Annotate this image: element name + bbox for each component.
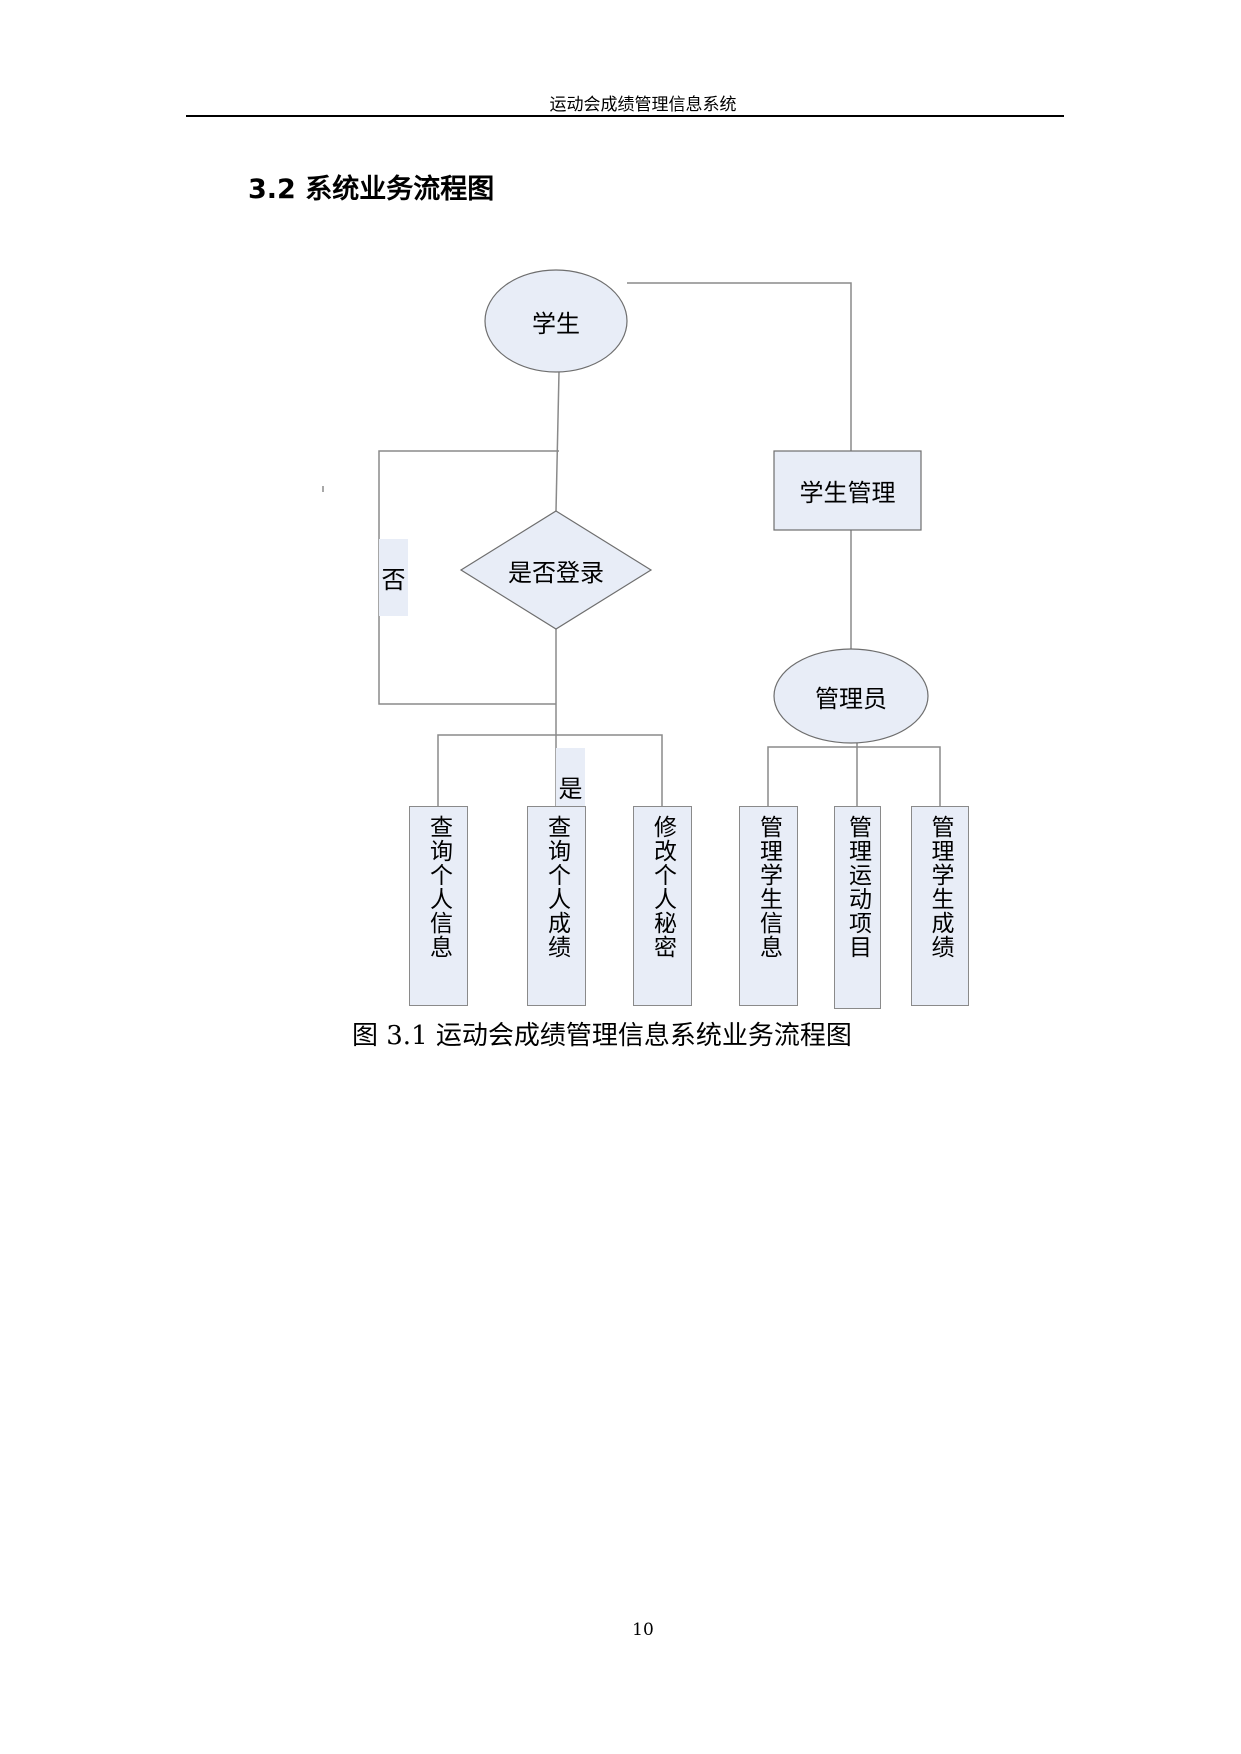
connector-student-branch — [437, 734, 663, 806]
header-rule — [186, 115, 1064, 117]
func-label: 管理学生信息 — [755, 815, 782, 959]
yes-label: 是 — [558, 775, 583, 803]
func-manage-student-info: 管理学生信息 — [739, 806, 798, 1006]
func-label: 查询个人信息 — [425, 815, 452, 959]
running-header: 运动会成绩管理信息系统 — [549, 95, 737, 115]
figure-caption: 图 3.1 运动会成绩管理信息系统业务流程图 — [352, 1021, 852, 1051]
page-number: 10 — [632, 1620, 654, 1640]
admin-node-label: 管理员 — [815, 684, 887, 713]
func-change-password: 修改个人秘密 — [633, 806, 692, 1006]
func-query-score: 查询个人成绩 — [527, 806, 586, 1006]
login-decision-label: 是否登录 — [508, 558, 604, 587]
student-mgmt-label: 学生管理 — [799, 479, 896, 507]
student-mgmt-node — [773, 450, 922, 531]
connector-admin-branch — [767, 746, 941, 806]
connector-student-to-mgmt — [627, 282, 852, 451]
func-manage-events: 管理运动项目 — [834, 806, 881, 1009]
func-label: 查询个人成绩 — [543, 815, 570, 959]
no-label-bg — [379, 539, 408, 616]
admin-node — [773, 648, 929, 744]
student-node-label: 学生 — [532, 309, 580, 338]
func-label: 修改个人秘密 — [649, 815, 676, 959]
login-decision-node — [459, 510, 653, 630]
func-manage-scores: 管理学生成绩 — [911, 806, 969, 1006]
student-node — [484, 269, 628, 373]
func-label: 管理运动项目 — [844, 815, 871, 959]
func-query-info: 查询个人信息 — [409, 806, 468, 1006]
connector-student-to-login — [555, 371, 560, 512]
no-label: 否 — [381, 566, 406, 594]
func-label: 管理学生成绩 — [927, 815, 953, 959]
section-heading: 3.2 系统业务流程图 — [248, 174, 495, 205]
